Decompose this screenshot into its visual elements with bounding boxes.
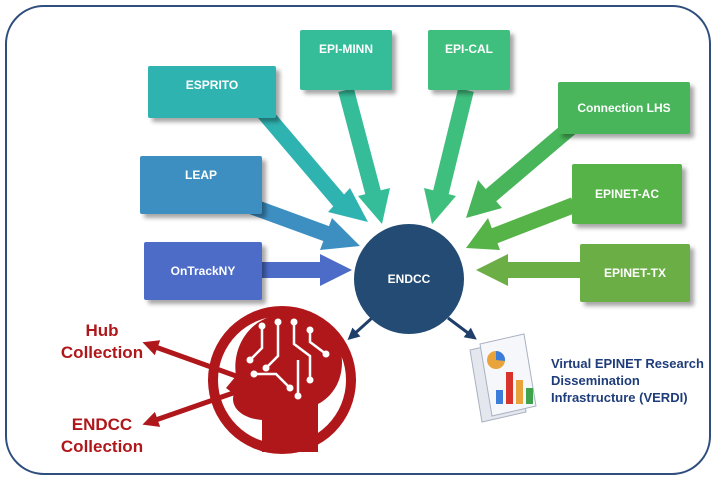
arrow-to-endcc-collection <box>142 389 237 427</box>
verdi-label: Virtual EPINET Research Dissemination In… <box>551 355 704 406</box>
arrow-connection-lhs <box>466 121 576 218</box>
report-chart-icon <box>469 333 537 423</box>
verdi-line1: Virtual EPINET Research <box>551 356 704 371</box>
node-leap: LEAP <box>140 156 262 214</box>
arrow-epinet-tx <box>476 254 580 286</box>
verdi-line3: Infrastructure (VERDI) <box>551 390 688 405</box>
hub-collection-label: Hub Collection <box>52 320 152 364</box>
arrow-epi-minn <box>338 87 390 224</box>
node-epinet-ac: EPINET-AC <box>572 164 682 224</box>
node-epi-minn: EPI-MINN <box>300 30 392 90</box>
verdi-line2: Dissemination <box>551 373 640 388</box>
node-connection-lhs: Connection LHS <box>558 82 690 134</box>
node-epinet-tx: EPINET-TX <box>580 244 690 302</box>
endcc-collection-line1: ENDCC <box>71 415 133 434</box>
hub-endcc: ENDCC <box>354 224 464 334</box>
brain-head-icon <box>208 306 356 454</box>
diagram-frame <box>5 5 711 475</box>
arrow-epi-cal <box>424 88 474 224</box>
arrow-epinet-ac <box>466 197 577 250</box>
endcc-collection-line2: Collection <box>60 437 144 456</box>
arrow-ontrackny <box>260 254 352 286</box>
arrow-to-hub-collection <box>142 340 237 379</box>
hub-collection-line2: Collection <box>60 343 144 362</box>
arrow-hub-to-brain <box>347 316 374 341</box>
arrow-hub-to-verdi <box>447 316 477 340</box>
endcc-collection-label: ENDCC Collection <box>52 414 152 458</box>
node-esprito: ESPRITO <box>148 66 276 118</box>
node-ontrackny: OnTrackNY <box>144 242 262 300</box>
arrow-esprito <box>253 102 368 222</box>
hub-collection-line1: Hub <box>85 321 119 340</box>
node-epi-cal: EPI-CAL <box>428 30 510 90</box>
